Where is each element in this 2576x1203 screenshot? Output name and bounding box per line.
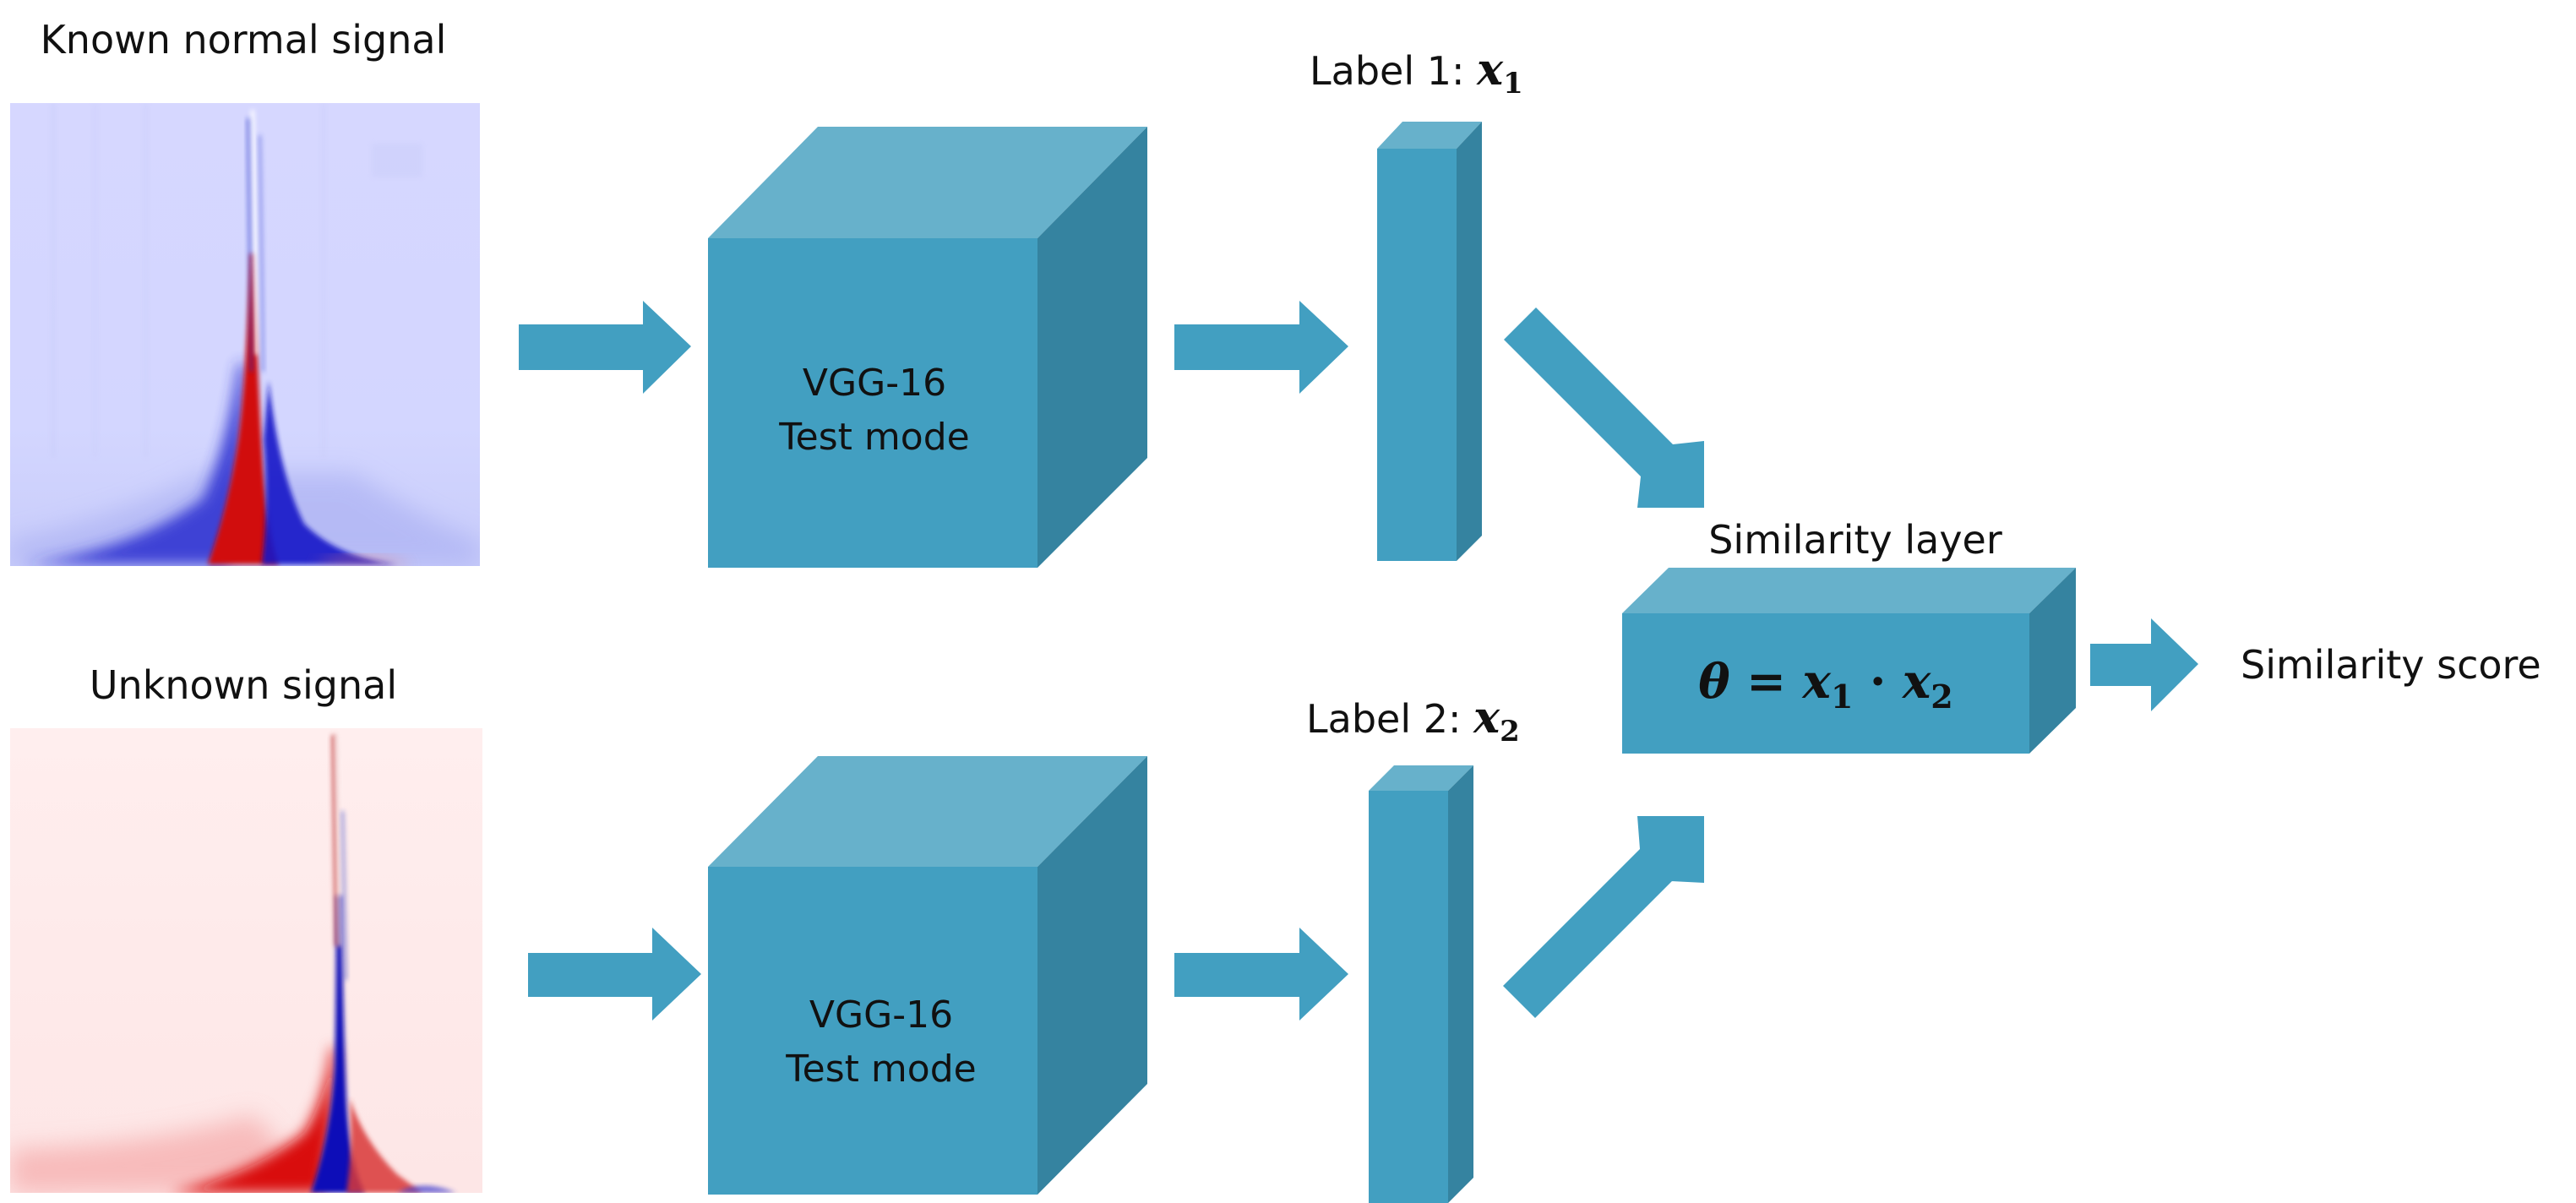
label2-prefix: Label 2: bbox=[1306, 696, 1473, 742]
formula-equals: = bbox=[1730, 654, 1803, 710]
label1-var: x bbox=[1476, 44, 1504, 95]
unknown-signal-label: Unknown signal bbox=[90, 662, 397, 708]
vgg-bottom-line1: VGG-16 bbox=[809, 993, 953, 1037]
label2-text: Label 2: x2 bbox=[1306, 692, 1520, 748]
label1-text: Label 1: x1 bbox=[1310, 44, 1523, 101]
arrow-known-to-vgg bbox=[519, 301, 691, 394]
formula-x1: x bbox=[1802, 654, 1832, 710]
arrow-label1-to-similarity bbox=[1504, 308, 1704, 508]
similarity-layer-block: θ = x1 · x2 bbox=[1622, 568, 2076, 754]
vgg-bottom-line2: Test mode bbox=[785, 1048, 976, 1091]
formula-theta: θ bbox=[1698, 654, 1730, 710]
arrow-vgg-to-label1 bbox=[1174, 301, 1348, 394]
feature-vector-2 bbox=[1369, 765, 1473, 1203]
similarity-score-label: Similarity score bbox=[2241, 642, 2541, 688]
arrow-vgg-to-label2 bbox=[1174, 928, 1348, 1021]
formula-x2-sub: 2 bbox=[1931, 678, 1952, 716]
arrow-unknown-to-vgg bbox=[528, 928, 701, 1021]
formula-x2: x bbox=[1902, 654, 1931, 710]
formula-dot: · bbox=[1853, 654, 1903, 710]
label2-sub: 2 bbox=[1500, 715, 1520, 748]
known-signal-label: Known normal signal bbox=[41, 17, 447, 63]
unknown-signal-image bbox=[10, 728, 482, 1193]
arrow-label2-to-similarity bbox=[1503, 816, 1704, 1018]
vgg-block-top: VGG-16 Test mode bbox=[708, 127, 1147, 568]
similarity-layer-label: Similarity layer bbox=[1708, 517, 2002, 563]
vgg-block-bottom: VGG-16 Test mode bbox=[708, 756, 1147, 1195]
label1-prefix: Label 1: bbox=[1310, 48, 1477, 94]
vgg-top-line1: VGG-16 bbox=[803, 362, 946, 405]
similarity-formula: θ = x1 · x2 bbox=[1698, 654, 1952, 716]
label1-sub: 1 bbox=[1503, 67, 1523, 101]
feature-vector-1 bbox=[1377, 122, 1482, 561]
vgg-top-line2: Test mode bbox=[778, 416, 969, 459]
formula-x1-sub: 1 bbox=[1831, 678, 1853, 716]
label2-var: x bbox=[1473, 692, 1500, 743]
known-signal-image bbox=[10, 103, 480, 566]
arrow-to-similarity-score bbox=[2090, 618, 2198, 711]
